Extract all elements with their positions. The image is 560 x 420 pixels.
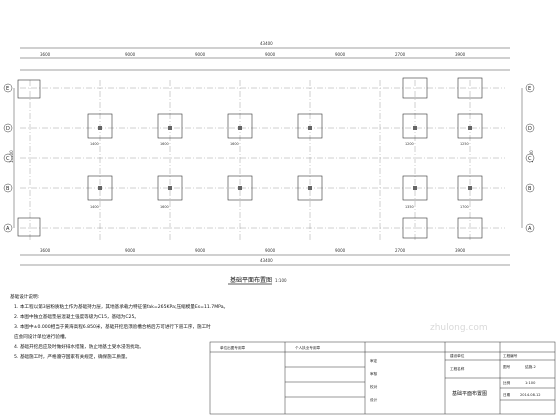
axis-E-right: E bbox=[528, 86, 531, 92]
bay-dim-b3: 9000 bbox=[195, 248, 206, 253]
axis-B-left: B bbox=[6, 186, 10, 192]
footing-dim-3: 1600 bbox=[230, 142, 239, 146]
footing-pads bbox=[17, 77, 483, 239]
notes-heading: 基础设计说明: bbox=[10, 293, 40, 300]
bay-dim-1: 3600 bbox=[40, 52, 51, 57]
tb-project-label: 工程名称 bbox=[450, 366, 465, 371]
tb-field-4-label: 日期 bbox=[503, 392, 511, 397]
axis-E-left: E bbox=[6, 86, 9, 92]
side-dimension-chain bbox=[13, 88, 523, 228]
tb-row-3: 校对 bbox=[370, 384, 378, 389]
note-line-5: 4. 基础开挖后应及时做好排水措施，防止地基土受水浸泡扰动。 bbox=[14, 343, 144, 350]
axis-A-right: A bbox=[528, 226, 532, 232]
tb-row-2: 审核 bbox=[370, 371, 378, 376]
tb-field-1-label: 工程编号 bbox=[503, 353, 518, 358]
bay-dim-2: 9000 bbox=[125, 52, 136, 57]
footing-dim-1: 1400 bbox=[90, 142, 99, 146]
footing-dim-5: 1250 bbox=[460, 142, 469, 146]
tb-client-label: 建设单位 bbox=[450, 353, 465, 358]
footing-dim-2: 1600 bbox=[160, 142, 169, 146]
tb-field-2-value: 结施-2 bbox=[525, 364, 536, 369]
tb-row-1: 审定 bbox=[370, 358, 378, 363]
tb-field-3-value: 1:100 bbox=[525, 381, 536, 385]
note-line-6: 5. 基础施工时，严格遵守国家有关规定，确保施工质量。 bbox=[14, 353, 130, 360]
bay-dim-b5: 9000 bbox=[335, 248, 346, 253]
bay-dim-4: 9000 bbox=[265, 52, 276, 57]
watermark: zhulong.com bbox=[430, 323, 488, 333]
axis-grid bbox=[20, 80, 505, 240]
bay-dim-3: 9000 bbox=[195, 52, 206, 57]
footing-dim-4: 1200 bbox=[405, 142, 414, 146]
bay-dim-b4: 9000 bbox=[265, 248, 276, 253]
bay-dim-b6: 2700 bbox=[395, 248, 406, 253]
axis-D-right: D bbox=[528, 126, 532, 132]
axis-B-right: B bbox=[528, 186, 532, 192]
bay-dim-7: 3900 bbox=[455, 52, 466, 57]
bay-dim-6: 2700 bbox=[395, 52, 406, 57]
footing-dim-6: 1400 bbox=[90, 205, 99, 209]
footing-dim-9: 1700 bbox=[460, 205, 469, 209]
note-line-4: 应会同设计单位进行验槽。 bbox=[14, 333, 69, 340]
bay-dim-b7: 3900 bbox=[455, 248, 466, 253]
tb-row-4: 设计 bbox=[370, 397, 378, 402]
tb-drawing-title: 基础平面布置图 bbox=[452, 390, 487, 397]
footing-dim-7: 1600 bbox=[160, 205, 169, 209]
footing-dim-8: 1350 bbox=[405, 205, 414, 209]
title-block bbox=[209, 341, 556, 415]
tb-field-2-label: 图号 bbox=[503, 364, 511, 369]
row-axis-bubbles bbox=[3, 83, 535, 233]
bay-dim-b1: 3600 bbox=[40, 248, 51, 253]
axis-A-left: A bbox=[6, 226, 10, 232]
tb-approval-header: 单位出图专用章 bbox=[220, 345, 246, 350]
column-stubs bbox=[98, 126, 472, 190]
note-line-1: 1. 本工程以第3层粉质粘土作为基础持力层，其地基承载力特征值fak=265KP… bbox=[14, 303, 228, 310]
plan-scale: 1:100 bbox=[275, 278, 287, 283]
tb-registration-header: 个人执业专用章 bbox=[295, 345, 321, 350]
bay-dim-5: 9000 bbox=[335, 52, 346, 57]
note-line-3: 3. 本图中±0.000相当于黄海高程6.850米，基础开挖后须验槽合格后方可进… bbox=[14, 323, 211, 330]
overall-length-bottom: 43400 bbox=[260, 258, 273, 263]
top-dimension-chain bbox=[20, 47, 510, 266]
axis-D-left: D bbox=[6, 126, 10, 132]
plan-title: 基础平面布置图 bbox=[230, 276, 272, 284]
note-line-2: 2. 本图中独立基础垫层混凝土强度等级为C15，基础为C25。 bbox=[14, 313, 139, 320]
tb-field-3-label: 比例 bbox=[503, 380, 511, 385]
tb-field-4-value: 2014.08.12 bbox=[520, 393, 541, 397]
overall-length-top: 43400 bbox=[260, 41, 273, 46]
bay-dim-b2: 9000 bbox=[125, 248, 136, 253]
axis-C-right: C bbox=[528, 156, 532, 162]
axis-C-left: C bbox=[6, 156, 10, 162]
